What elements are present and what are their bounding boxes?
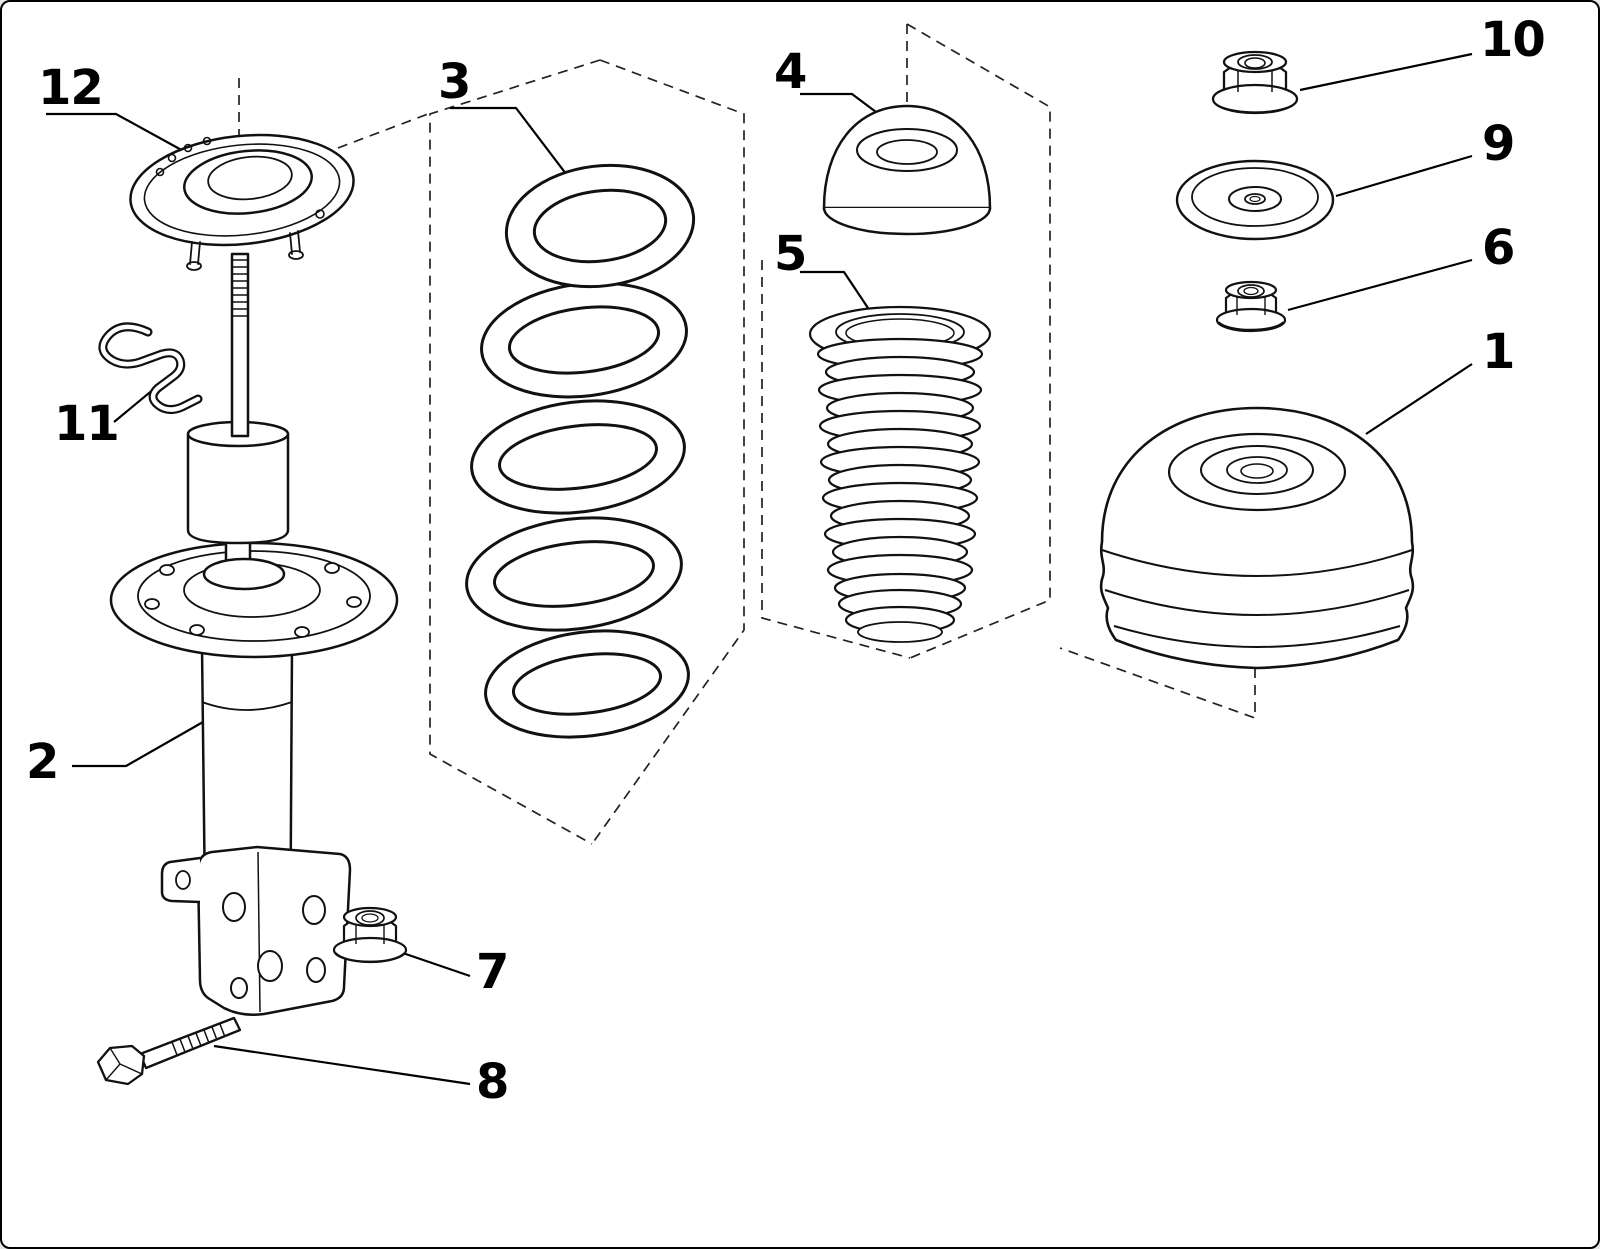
bracket-flange-nut-part <box>332 906 408 964</box>
part-label-4: 4 <box>774 44 807 100</box>
upper-flange-nut-part <box>1211 50 1299 115</box>
part-label-10: 10 <box>1480 12 1546 68</box>
retaining-clip-part <box>98 322 203 415</box>
part-label-5: 5 <box>774 226 807 282</box>
part-label-11: 11 <box>54 396 120 452</box>
dust-boot-part <box>808 305 992 643</box>
coil-spring-part <box>465 163 696 739</box>
callout-leader-lines <box>46 52 1473 1086</box>
strut-top-mount-part <box>129 133 355 271</box>
part-label-3: 3 <box>438 54 471 110</box>
part-label-8: 8 <box>476 1054 509 1110</box>
bearing-plate-part <box>1175 159 1335 241</box>
lower-flange-nut-part <box>1215 280 1287 333</box>
part-label-9: 9 <box>1482 116 1515 172</box>
part-label-12: 12 <box>38 60 104 116</box>
bump-stop-cap-part <box>822 104 992 236</box>
assembly-axis-dashed-lines <box>238 23 1256 845</box>
part-label-1: 1 <box>1482 324 1515 380</box>
shock-absorber-strut-part <box>109 252 399 1016</box>
spring-buffer-part <box>1099 406 1415 670</box>
part-label-2: 2 <box>26 734 59 790</box>
part-label-6: 6 <box>1482 220 1515 276</box>
mounting-bolt-part <box>96 1016 242 1086</box>
part-label-7: 7 <box>476 944 509 1000</box>
